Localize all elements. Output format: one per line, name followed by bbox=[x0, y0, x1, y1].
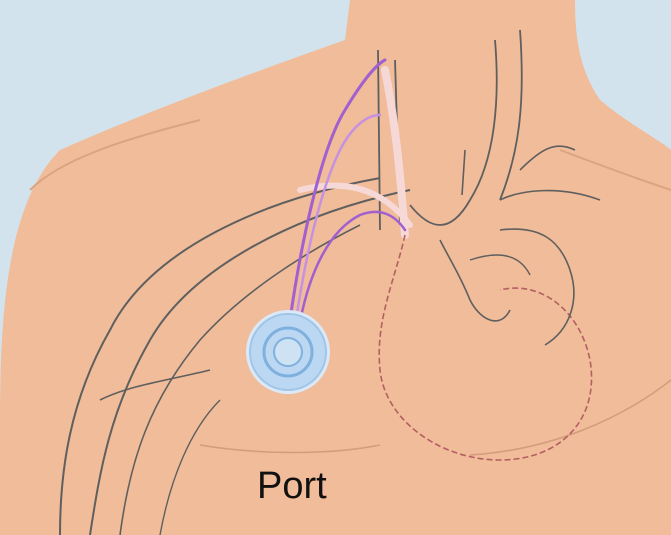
implanted-port-icon bbox=[246, 310, 330, 394]
port-label: Port bbox=[257, 462, 327, 510]
